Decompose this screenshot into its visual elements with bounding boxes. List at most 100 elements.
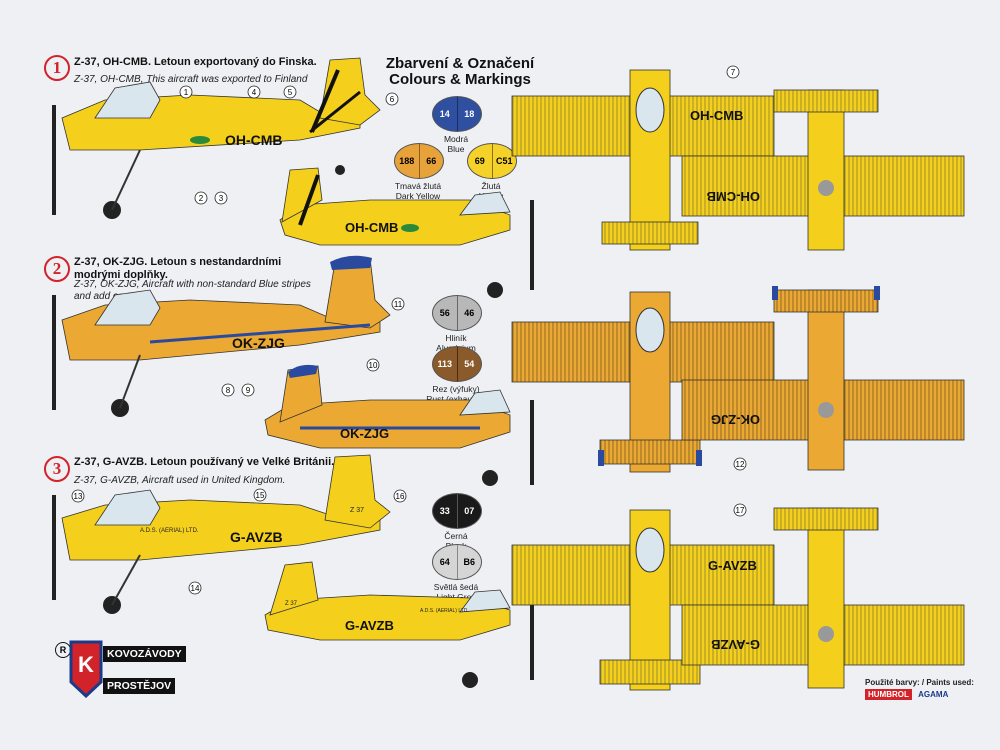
aircraft-2-bottom-view: OK-ZJG <box>681 286 965 471</box>
logo-shield-icon: K <box>69 640 103 698</box>
aircraft-3-top-view: G-AVZB <box>511 509 775 691</box>
paint-code-b: B6 <box>463 557 475 567</box>
callout-4: 4 <box>247 85 261 99</box>
paint-code-a: 64 <box>433 545 458 579</box>
aircraft-2-side-right: OK-ZJG <box>264 364 534 486</box>
company-text-3b: A.D.S. (AERIAL) LTD. <box>420 608 469 614</box>
registration-3b: G-AVZB <box>345 618 394 633</box>
svg-text:4: 4 <box>252 88 257 97</box>
svg-text:2: 2 <box>199 194 204 203</box>
registration-2a: OK-ZJG <box>232 335 285 351</box>
callout-15: 15 <box>253 488 267 502</box>
callout-2: 2 <box>194 191 208 205</box>
callout-9: 9 <box>241 383 255 397</box>
callout-8: 8 <box>221 383 235 397</box>
paint-code-b: 18 <box>464 109 475 119</box>
aircraft-3-bottom-view: G-AVZB <box>681 507 965 689</box>
paint-code-a: 33 <box>433 494 458 528</box>
svg-text:10: 10 <box>369 361 378 370</box>
svg-text:3: 3 <box>219 194 224 203</box>
scheme-number-2: 2 <box>44 256 70 282</box>
registration-3-bottom: G-AVZB <box>711 637 760 652</box>
registration-2b: OK-ZJG <box>340 426 389 441</box>
kovozavody-logo: R K KOVOZÁVODY PROSTĚJOV <box>55 640 195 698</box>
registration-1-bottom: OH-CMB <box>707 189 760 204</box>
paints-used-label: Použité barvy: / Paints used: <box>865 678 974 687</box>
callout-6: 6 <box>385 92 399 106</box>
svg-text:14: 14 <box>191 584 200 593</box>
scheme-title-3: Z-37, G-AVZB. Letoun používaný ve Velké … <box>74 456 335 468</box>
aircraft-3-side-right: Z 37 A.D.S. (AERIAL) LTD. G-AVZB <box>264 561 534 688</box>
tail-code-3b: Z 37 <box>285 601 298 607</box>
paint-swatch-yellow: 69 C51 <box>467 143 517 179</box>
paint-swatch-aluminium: 56 46 <box>432 295 482 331</box>
paint-swatch-black: 33 07 <box>432 493 482 529</box>
callout-17: 17 <box>733 503 747 517</box>
svg-text:16: 16 <box>396 492 405 501</box>
aircraft-2-top-view <box>511 291 775 473</box>
paint-code-a: 69 <box>468 144 493 178</box>
registration-1a: OH-CMB <box>225 132 283 148</box>
heading-cz: Zbarvení & Označení <box>385 55 535 72</box>
scheme-title-2: Z-37, OK-ZJG. Letoun s nestandardními mo… <box>74 256 282 281</box>
svg-text:8: 8 <box>226 386 231 395</box>
scheme-title-1: Z-37, OH-CMB. Letoun exportovaný do Fins… <box>74 56 317 68</box>
paint-code-b: 07 <box>464 506 475 516</box>
aircraft-1-side-left: OH-CMB <box>52 57 381 219</box>
heading-en: Colours & Markings <box>389 71 531 88</box>
paint-code-a: 56 <box>433 296 458 330</box>
paint-swatch-blue: 14 18 <box>432 96 482 132</box>
scheme-number-1: 1 <box>44 55 70 81</box>
paint-swatch-dark-yellow: 188 66 <box>394 143 444 179</box>
svg-text:12: 12 <box>736 460 745 469</box>
callout-14: 14 <box>188 581 202 595</box>
paint-code-b: 54 <box>464 359 475 369</box>
svg-text:15: 15 <box>256 491 265 500</box>
aircraft-1-top-view: OH-CMB <box>511 69 775 251</box>
svg-text:9: 9 <box>246 386 251 395</box>
logo-letter: K <box>78 652 94 677</box>
aircraft-2-side-left: OK-ZJG <box>52 255 391 417</box>
paint-code-a: 188 <box>395 144 420 178</box>
paint-code-b: C51 <box>495 156 513 166</box>
callout-10: 10 <box>366 358 380 372</box>
callout-16: 16 <box>393 489 407 503</box>
company-text-3a: A.D.S. (AERIAL) LTD. <box>140 528 199 534</box>
tail-code-3a: Z 37 <box>350 507 364 514</box>
svg-text:13: 13 <box>74 492 83 501</box>
paint-code-b: 46 <box>464 308 475 318</box>
callout-markers: 1 4 5 6 2 3 7 8 9 10 11 12 13 14 15 16 1… <box>71 65 747 595</box>
scheme-subtitle-2: Z-37, OK-ZJG, Aircraft with non-standard… <box>74 279 311 302</box>
aircraft-3-side-left: Z 37 A.D.S. (AERIAL) LTD. G-AVZB <box>52 454 391 614</box>
svg-text:11: 11 <box>394 300 403 309</box>
logo-line-1: KOVOZÁVODY <box>103 646 186 662</box>
svg-text:1: 1 <box>184 88 189 97</box>
aircraft-1-bottom-view: OH-CMB <box>681 89 965 251</box>
callout-3: 3 <box>214 191 228 205</box>
agama-brand: AGAMA <box>918 690 949 699</box>
callout-12: 12 <box>733 457 747 471</box>
callout-1: 1 <box>179 85 193 99</box>
callout-13: 13 <box>71 489 85 503</box>
scheme-subtitle-1: Z-37, OH-CMB, This aircraft was exported… <box>74 74 308 85</box>
logo-line-2: PROSTĚJOV <box>103 678 176 694</box>
callout-5: 5 <box>283 85 297 99</box>
registration-3-top: G-AVZB <box>708 558 757 573</box>
aircraft-1-side-right: OH-CMB <box>279 167 534 298</box>
paint-code-a: 113 <box>433 347 458 381</box>
paint-swatch-light-grey: 64 B6 <box>432 544 482 580</box>
registration-1-top: OH-CMB <box>690 108 743 123</box>
callout-7: 7 <box>726 65 740 79</box>
registration-3a: G-AVZB <box>230 529 283 545</box>
humbrol-brand: HUMBROL <box>865 689 912 700</box>
svg-text:17: 17 <box>736 506 745 515</box>
svg-text:6: 6 <box>390 95 395 104</box>
paint-code-a: 14 <box>433 97 458 131</box>
paints-used: Použité barvy: / Paints used: HUMBROL AG… <box>865 678 974 700</box>
paint-label-rust: Rez (výfuky)Rust (exhausts) <box>426 384 486 404</box>
scheme-number-3: 3 <box>44 456 70 482</box>
